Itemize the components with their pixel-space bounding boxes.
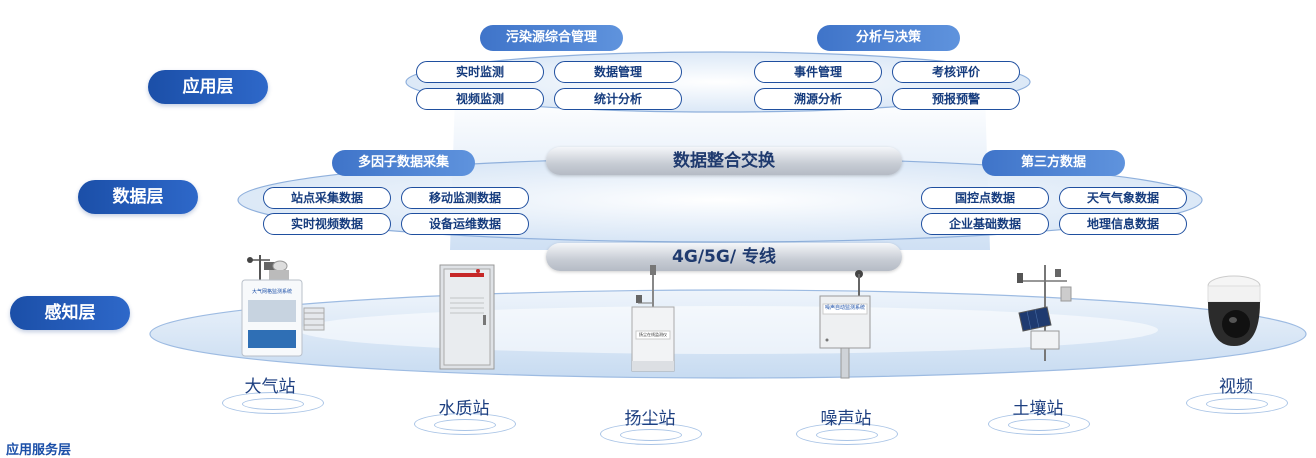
station-label-air[interactable]: 大气站 bbox=[244, 377, 296, 397]
app-item-forecast-warning[interactable]: 预报预警 bbox=[892, 88, 1020, 110]
ring-soil-outer bbox=[988, 413, 1090, 435]
air-station-device: 大气网格监测系统 bbox=[222, 250, 332, 360]
data-item-enterprise[interactable]: 企业基础数据 bbox=[921, 213, 1049, 235]
app-item-realtime-monitoring[interactable]: 实时监测 bbox=[416, 61, 544, 83]
network-bar: 4G/5G/ 专线 bbox=[546, 243, 902, 271]
ring-dust-outer bbox=[600, 423, 702, 445]
ring-dust-inner bbox=[620, 429, 682, 441]
data-exchange-bar: 数据整合交换 bbox=[546, 147, 902, 175]
app-item-video-monitoring[interactable]: 视频监测 bbox=[416, 88, 544, 110]
ring-video-inner bbox=[1206, 398, 1268, 410]
ring-water-outer bbox=[414, 413, 516, 435]
app-item-statistics[interactable]: 统计分析 bbox=[554, 88, 682, 110]
station-label-video[interactable]: 视频 bbox=[1219, 377, 1253, 397]
data-group1-title: 多因子数据采集 bbox=[332, 150, 475, 176]
data-item-weather[interactable]: 天气气象数据 bbox=[1059, 187, 1187, 209]
camera-illustration bbox=[1207, 275, 1261, 346]
ring-air-inner bbox=[242, 398, 304, 410]
dust-station-panel-text: 扬尘在线监测仪 bbox=[639, 332, 667, 337]
ring-video-outer bbox=[1186, 392, 1288, 414]
app-item-assessment[interactable]: 考核评价 bbox=[892, 61, 1020, 83]
dust-station-device: 扬尘在线监测仪 bbox=[628, 265, 678, 375]
data-item-national[interactable]: 国控点数据 bbox=[921, 187, 1049, 209]
video-camera-device bbox=[1200, 272, 1268, 352]
ring-noise-outer bbox=[796, 423, 898, 445]
ring-noise-inner bbox=[816, 429, 878, 441]
soil-station-device bbox=[1005, 263, 1085, 363]
ring-water-inner bbox=[434, 419, 496, 431]
footer-layer-label: 应用服务层 bbox=[6, 443, 72, 458]
dust-station-illustration bbox=[631, 265, 675, 372]
water-station-device bbox=[438, 263, 498, 371]
water-station-illustration bbox=[439, 264, 495, 370]
perception-inner bbox=[298, 306, 1158, 354]
air-station-illustration bbox=[241, 255, 325, 357]
station-label-soil[interactable]: 土壤站 bbox=[1012, 399, 1064, 419]
ring-soil-inner bbox=[1008, 419, 1070, 431]
layer-label-application: 应用层 bbox=[148, 70, 268, 104]
data-group2-title: 第三方数据 bbox=[982, 150, 1125, 176]
data-item-station[interactable]: 站点采集数据 bbox=[263, 187, 391, 209]
data-item-mobile[interactable]: 移动监测数据 bbox=[401, 187, 529, 209]
noise-station-panel-text: 噪声自动监测系统 bbox=[824, 305, 865, 311]
station-label-water[interactable]: 水质站 bbox=[438, 399, 490, 419]
station-label-dust[interactable]: 扬尘站 bbox=[624, 409, 676, 429]
app-item-data-management[interactable]: 数据管理 bbox=[554, 61, 682, 83]
noise-station-illustration bbox=[819, 270, 871, 379]
noise-station-device: 噪声自动监测系统 bbox=[815, 268, 875, 380]
layer-label-data: 数据层 bbox=[78, 180, 198, 214]
layer-label-perception: 感知层 bbox=[10, 296, 130, 330]
data-item-geo[interactable]: 地理信息数据 bbox=[1059, 213, 1187, 235]
app-item-source-tracing[interactable]: 溯源分析 bbox=[754, 88, 882, 110]
app-group2-title: 分析与决策 bbox=[817, 25, 960, 51]
ring-air-outer bbox=[222, 392, 324, 414]
data-item-maintenance[interactable]: 设备运维数据 bbox=[401, 213, 529, 235]
data-item-video[interactable]: 实时视频数据 bbox=[263, 213, 391, 235]
station-label-noise[interactable]: 噪声站 bbox=[820, 409, 872, 429]
air-station-panel-text: 大气网格监测系统 bbox=[251, 289, 292, 295]
app-group1-title: 污染源综合管理 bbox=[480, 25, 623, 51]
app-item-event-management[interactable]: 事件管理 bbox=[754, 61, 882, 83]
soil-station-illustration bbox=[1017, 265, 1072, 361]
